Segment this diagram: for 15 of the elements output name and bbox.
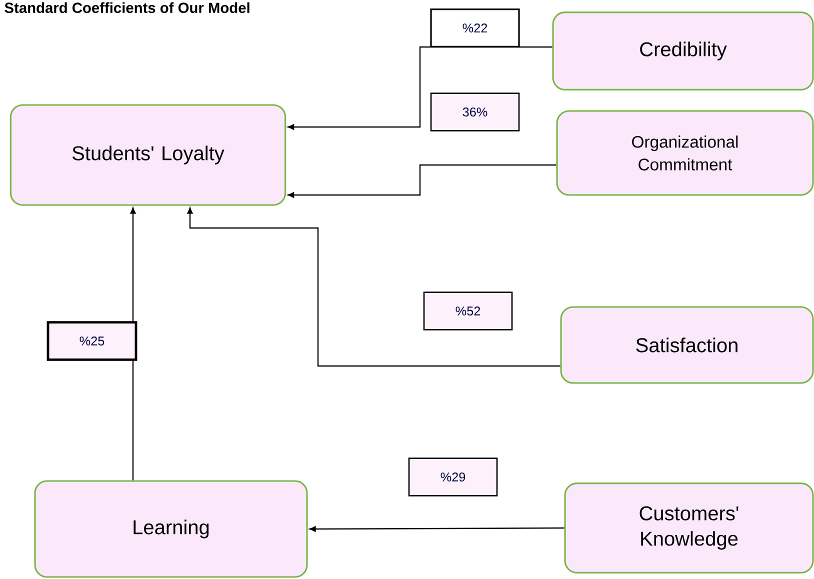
concept-box: Students' Loyalty bbox=[10, 104, 286, 206]
title: Standard Coefficients of Our Model bbox=[4, 2, 250, 14]
concept-box: Satisfaction bbox=[560, 306, 814, 384]
concept-box: Learning bbox=[34, 480, 308, 578]
concept-box: Organizational Commitment bbox=[556, 110, 814, 196]
arrow bbox=[187, 207, 560, 367]
arrow bbox=[309, 526, 564, 532]
arrow bbox=[288, 164, 556, 198]
coefficient-box: %29 bbox=[408, 458, 498, 496]
concept-box: Customers' Knowledge bbox=[564, 482, 814, 574]
coefficient-box: %22 bbox=[430, 8, 520, 48]
coefficient-box: %25 bbox=[46, 321, 138, 361]
coefficient-box: 36% bbox=[430, 92, 520, 132]
concept-box: Credibility bbox=[552, 12, 814, 90]
coefficient-box: %52 bbox=[423, 292, 513, 330]
